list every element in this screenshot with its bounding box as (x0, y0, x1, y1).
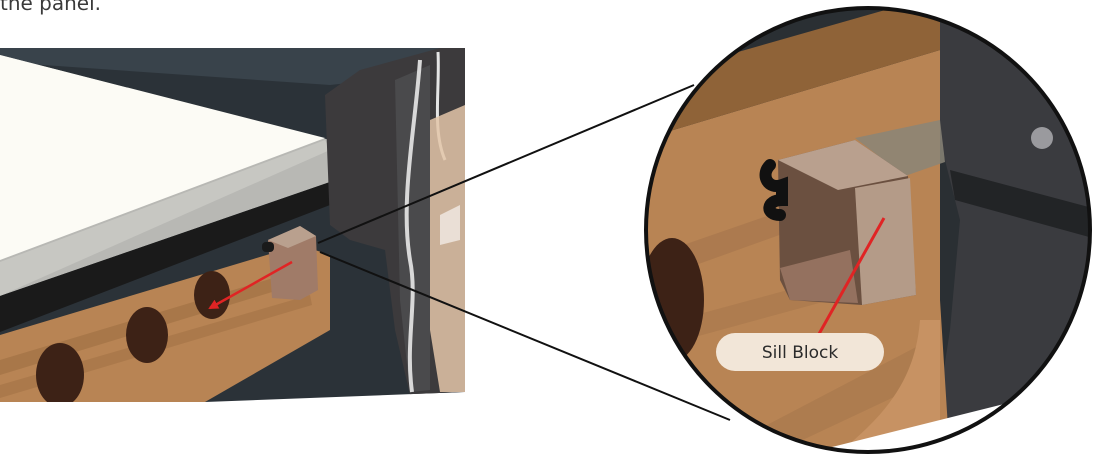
sill-block-top (778, 140, 908, 190)
wood-translucent (430, 105, 465, 392)
sill-block-small-slot (262, 242, 274, 252)
panel-side (0, 140, 330, 296)
sill-block-small-top (268, 226, 316, 248)
panel-top (0, 55, 325, 260)
sill-block-lower (780, 250, 858, 303)
callout-label-background (716, 333, 884, 371)
wood-hole (36, 343, 84, 402)
callout-line-top (317, 84, 695, 244)
glass-reflection (0, 48, 465, 85)
panel-black-strip (0, 182, 330, 332)
wood-hole (194, 271, 230, 319)
frame-mid (395, 65, 430, 392)
zoom-frame-edge (950, 170, 1090, 240)
pointer-line (808, 217, 886, 351)
zoom-circle-outline (644, 6, 1092, 454)
zoom-wood-curve (830, 320, 940, 452)
zoom-back-plate (855, 120, 945, 176)
zoom-view: Sill Block (646, 8, 1090, 452)
sill-block-side (855, 178, 916, 305)
direction-arrow (208, 260, 293, 310)
frame-seal-line (404, 59, 422, 393)
caption-text: the panel. (0, 0, 102, 15)
sill-block-hook (759, 159, 788, 221)
wood-notch (440, 205, 460, 245)
overview-view (0, 48, 465, 402)
zoom-wood-top (646, 8, 940, 140)
callout-line-bottom (319, 251, 731, 421)
wood-hole (126, 307, 168, 363)
callout-label: Sill Block (762, 343, 838, 363)
zoom-rivet (1031, 127, 1053, 149)
